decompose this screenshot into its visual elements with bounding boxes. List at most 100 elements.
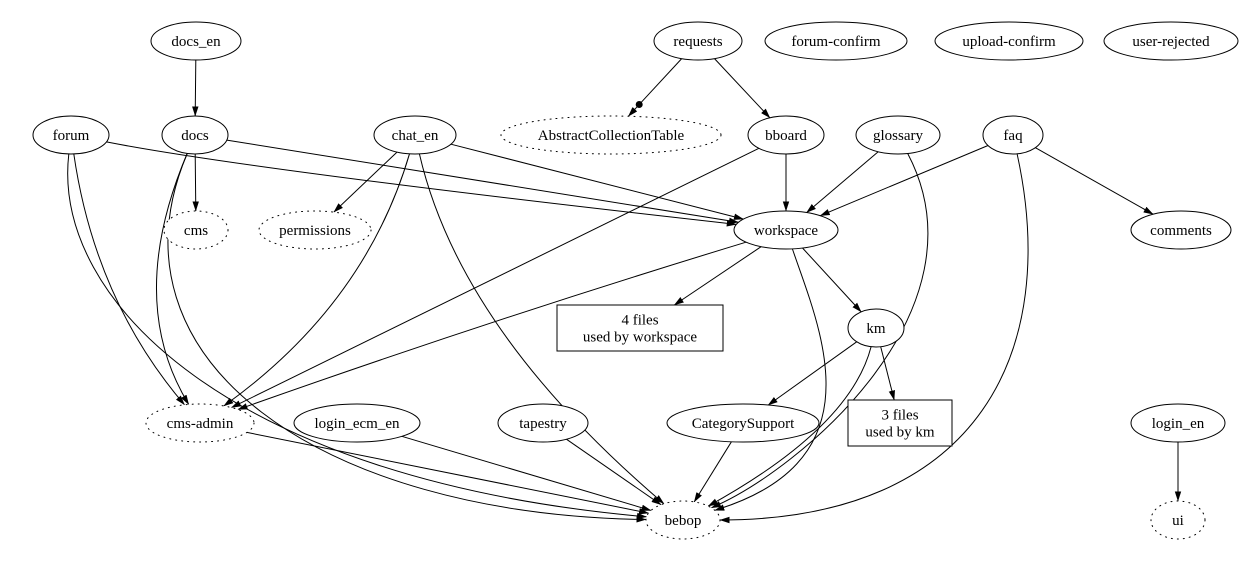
edge-docs-cms_admin bbox=[156, 153, 190, 405]
node-shape bbox=[747, 115, 825, 155]
node-label: ui bbox=[1172, 513, 1184, 529]
node-shape bbox=[500, 115, 722, 155]
node-label: docs bbox=[181, 128, 209, 144]
node-cms: cms bbox=[163, 210, 229, 250]
edge-chat_en-workspace bbox=[450, 143, 744, 220]
node-label: user-rejected bbox=[1132, 34, 1210, 50]
node-label: requests bbox=[673, 34, 722, 50]
node-chat-en: chat_en bbox=[373, 115, 457, 155]
edge-chat_en-permissions bbox=[333, 151, 398, 213]
node-label: km bbox=[866, 321, 886, 337]
node-requests: requests bbox=[653, 21, 743, 61]
node-forum: forum bbox=[32, 115, 110, 155]
node-label: cms-admin bbox=[167, 416, 234, 432]
node-label: forum bbox=[53, 128, 90, 144]
node-permissions: permissions bbox=[258, 210, 372, 250]
node-shape bbox=[666, 403, 820, 443]
node-label: login_ecm_en bbox=[315, 416, 400, 432]
node-shape bbox=[847, 399, 953, 447]
edge-workspace-km bbox=[802, 247, 862, 313]
nodes-layer: docs_en requests forum-confirm upload-confi… bbox=[32, 21, 1239, 540]
edge-cms_admin-bebop bbox=[246, 431, 649, 515]
node-docs: docs bbox=[161, 115, 229, 155]
node-shape bbox=[161, 115, 229, 155]
node-user-rejected: user-rejected bbox=[1103, 21, 1239, 61]
node-label: cms bbox=[184, 223, 208, 239]
node-forum-confirm: forum-confirm bbox=[764, 21, 908, 61]
edge-forum-cms_admin bbox=[73, 153, 185, 406]
node-shape bbox=[373, 115, 457, 155]
node-cms-admin: cms-admin bbox=[145, 403, 255, 443]
node-faq: faq bbox=[982, 115, 1044, 155]
edge-km-category_support bbox=[767, 341, 857, 406]
node-label: AbstractCollectionTable bbox=[538, 128, 685, 144]
edge-bboard-cms_admin bbox=[230, 147, 760, 409]
edge-glossary-workspace bbox=[806, 151, 879, 213]
node-label: CategorySupport bbox=[692, 416, 795, 432]
node-shape bbox=[258, 210, 372, 250]
node-label: tapestry bbox=[519, 416, 567, 432]
node-label: chat_en bbox=[392, 128, 439, 144]
node-shape bbox=[163, 210, 229, 250]
node-shape bbox=[32, 115, 110, 155]
node-tapestry: tapestry bbox=[497, 403, 589, 443]
node-label: glossary bbox=[873, 128, 923, 144]
node-label: forum-confirm bbox=[791, 34, 880, 50]
node-shape bbox=[847, 308, 905, 348]
node-shape bbox=[556, 304, 724, 352]
node-shape bbox=[145, 403, 255, 443]
node-label: permissions bbox=[279, 223, 351, 239]
edge-docs_en-docs bbox=[192, 59, 199, 117]
node-label: login_en bbox=[1152, 416, 1205, 432]
edge-dot-marker bbox=[635, 101, 643, 108]
node-label: comments bbox=[1150, 223, 1212, 239]
node-workspace: workspace bbox=[733, 210, 839, 250]
edge-requests-bboard bbox=[714, 58, 771, 119]
edge-glossary-bebop bbox=[710, 153, 929, 509]
node-shape bbox=[1130, 403, 1226, 443]
node-bboard: bboard bbox=[747, 115, 825, 155]
node-shape bbox=[1130, 210, 1232, 250]
edge-faq-workspace bbox=[819, 145, 989, 217]
node-shape bbox=[733, 210, 839, 250]
edge-km-bebop bbox=[707, 346, 872, 507]
edge-workspace-cms_admin bbox=[237, 241, 747, 410]
node-docs-en: docs_en bbox=[150, 21, 242, 61]
edge-chat_en-cms_admin bbox=[223, 153, 410, 407]
node-shape bbox=[150, 21, 242, 61]
edge-forum-workspace bbox=[106, 141, 737, 227]
node-shape bbox=[1103, 21, 1239, 61]
edge-workspace-bebop bbox=[714, 248, 827, 511]
node-upload-confirm: upload-confirm bbox=[934, 21, 1084, 61]
edge-tapestry-bebop bbox=[566, 438, 662, 506]
node-shape bbox=[855, 115, 941, 155]
edge-forum-bebop bbox=[67, 153, 647, 520]
node-comments: comments bbox=[1130, 210, 1232, 250]
edge-category_support-bebop bbox=[693, 441, 732, 503]
node-shape bbox=[1150, 500, 1206, 540]
node-act: AbstractCollectionTable bbox=[500, 115, 722, 155]
node-shape bbox=[934, 21, 1084, 61]
node-label: upload-confirm bbox=[962, 34, 1056, 50]
node-km: km bbox=[847, 308, 905, 348]
edge-faq-bebop bbox=[719, 153, 1029, 524]
edge-chat_en-bebop bbox=[418, 153, 665, 505]
node-label: docs_en bbox=[171, 34, 221, 50]
edges-layer bbox=[67, 58, 1182, 524]
node-label: bebop bbox=[665, 513, 702, 529]
node-label: bboard bbox=[765, 128, 807, 144]
node-ui: ui bbox=[1150, 500, 1206, 540]
edge-docs-workspace bbox=[226, 139, 739, 224]
edge-requests-act bbox=[628, 58, 683, 117]
node-shape bbox=[653, 21, 743, 61]
edge-km-files3 bbox=[880, 346, 895, 401]
node-shape bbox=[982, 115, 1044, 155]
node-label: faq bbox=[1003, 128, 1023, 144]
